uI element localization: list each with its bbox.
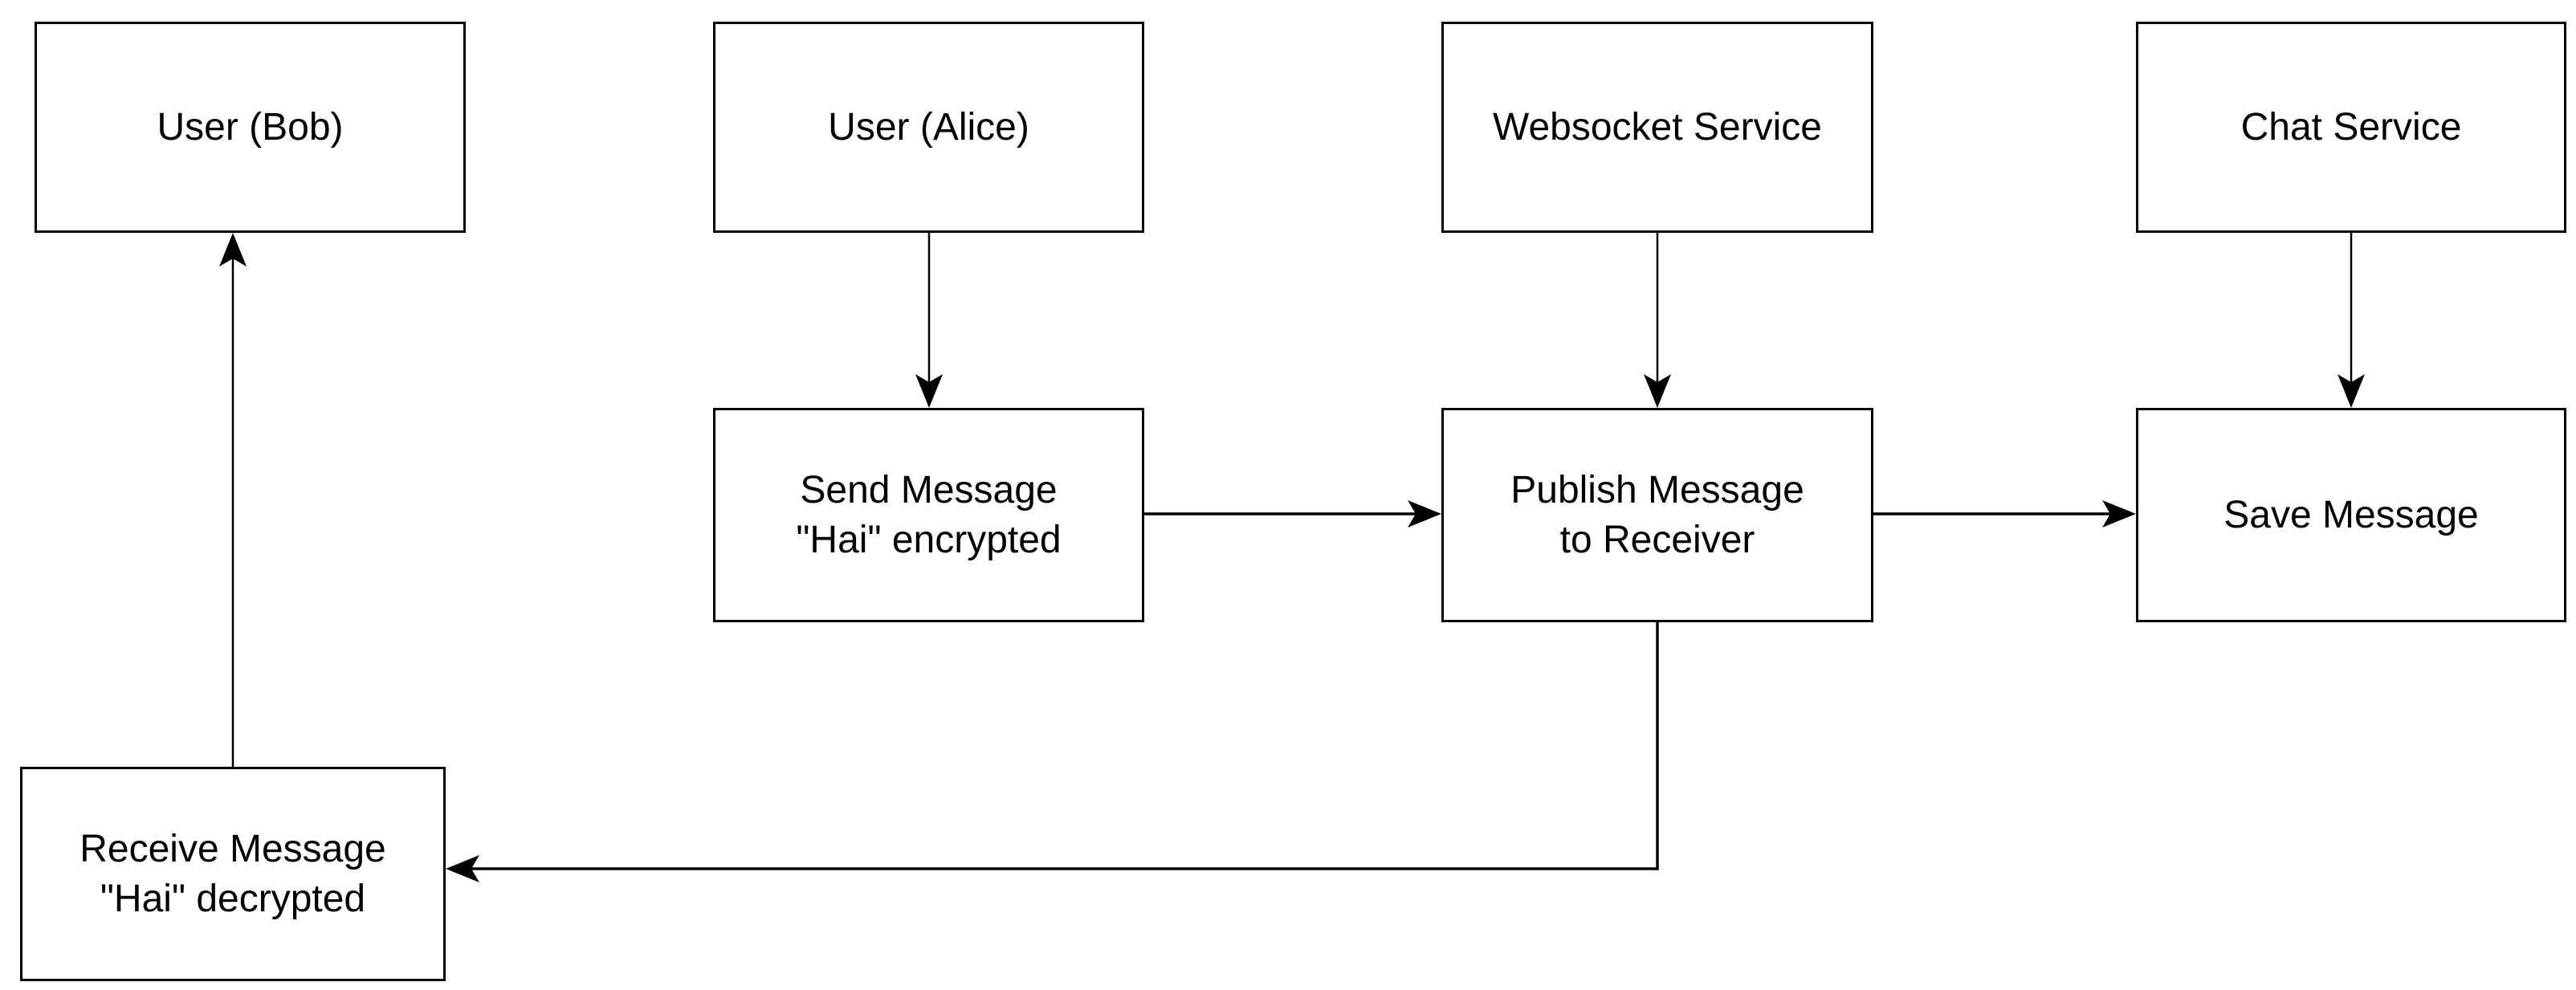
arrowhead-right-save (2102, 500, 2136, 528)
node-receive-message-label-line2: "Hai" decrypted (100, 877, 366, 920)
arrowhead-down-send (915, 374, 943, 408)
node-send-message-label-line1: Send Message (800, 468, 1058, 511)
node-websocket-service: Websocket Service (1441, 22, 1873, 233)
node-user-bob: User (Bob) (35, 22, 466, 233)
node-publish-message-label-line2: to Receiver (1559, 518, 1755, 561)
node-send-message-label-line2: "Hai" encrypted (796, 518, 1062, 561)
node-publish-message: Publish Message to Receiver (1441, 408, 1873, 622)
node-chat-service-label: Chat Service (2240, 105, 2462, 149)
node-receive-message-label-line1: Receive Message (79, 827, 386, 870)
node-user-alice-label: User (Alice) (828, 105, 1029, 149)
node-publish-message-label-line1: Publish Message (1510, 468, 1804, 511)
node-save-message-label: Save Message (2223, 493, 2479, 536)
connector-publish-to-receive (471, 622, 1659, 870)
node-chat-service: Chat Service (2136, 22, 2566, 233)
node-send-message: Send Message "Hai" encrypted (713, 408, 1144, 622)
arrowhead-right-publish (1408, 500, 1441, 528)
arrowhead-left-receive (446, 855, 479, 882)
arrowhead-up-bob (219, 233, 247, 267)
node-receive-message: Receive Message "Hai" decrypted (20, 767, 446, 981)
node-websocket-service-label: Websocket Service (1493, 105, 1822, 149)
node-user-alice: User (Alice) (713, 22, 1144, 233)
arrowhead-down-publish (1644, 374, 1671, 408)
arrowhead-down-save (2338, 374, 2365, 408)
node-user-bob-label: User (Bob) (157, 105, 344, 149)
node-save-message: Save Message (2136, 408, 2566, 622)
